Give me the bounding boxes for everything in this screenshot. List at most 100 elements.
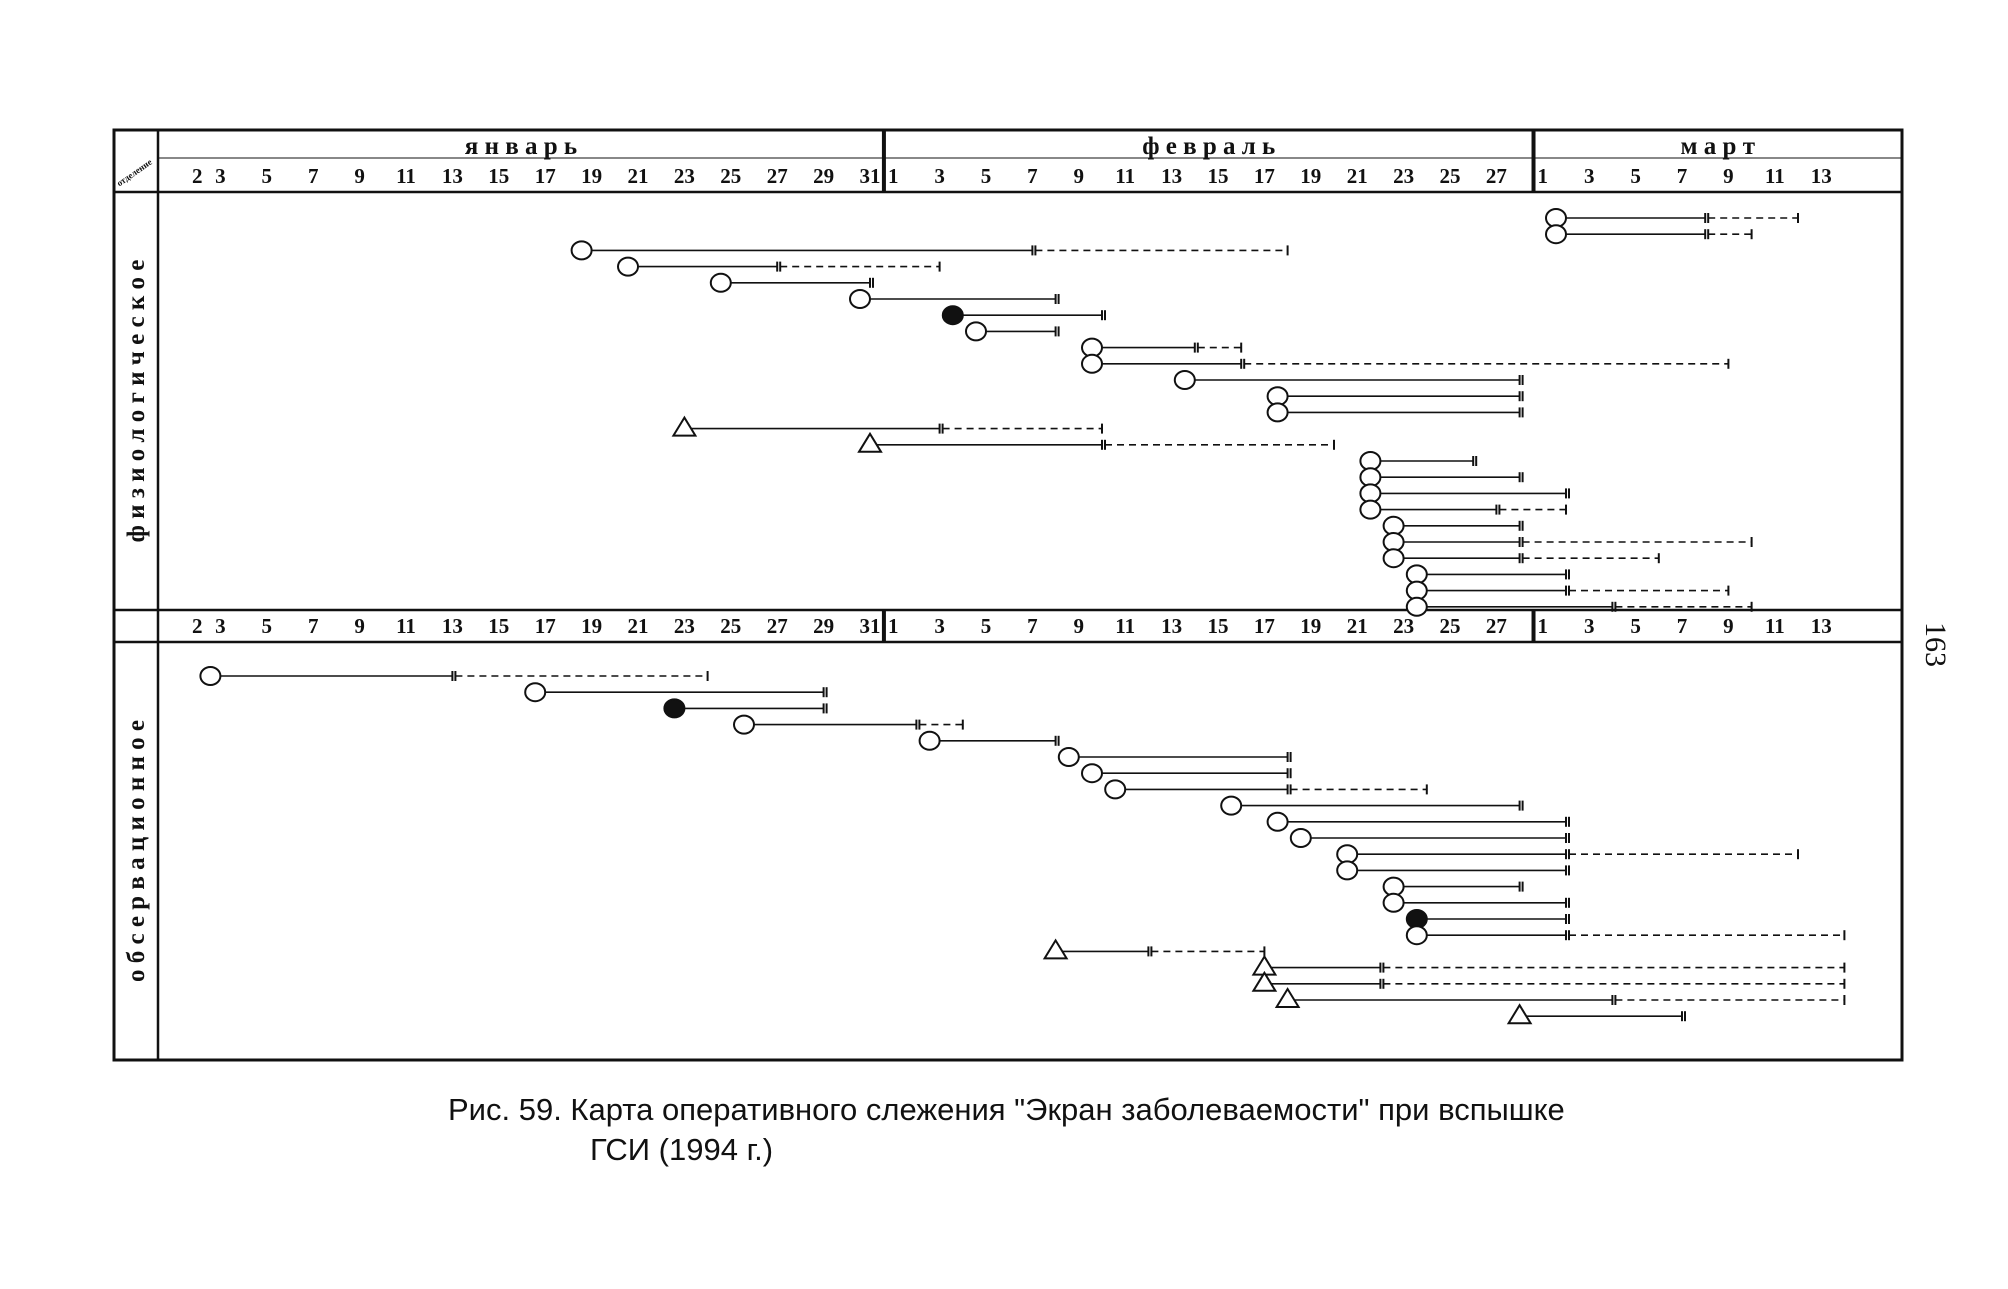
day-tick-label: 9 <box>1723 164 1734 188</box>
day-tick-label: 13 <box>1161 164 1182 188</box>
triangle-marker <box>1274 987 1301 1008</box>
day-tick-label: 25 <box>720 164 741 188</box>
day-tick-label: 17 <box>535 614 556 638</box>
day-tick-label: 11 <box>1765 164 1785 188</box>
open-circle-marker <box>965 321 987 342</box>
open-circle-marker <box>1173 370 1196 390</box>
day-tick-label: 3 <box>1584 614 1595 638</box>
open-circle-marker <box>849 289 871 309</box>
open-circle-marker <box>1405 925 1428 946</box>
day-tick-label: 1 <box>1538 164 1549 188</box>
open-circle-marker <box>1382 548 1405 569</box>
day-tick-label: 9 <box>1074 164 1085 188</box>
open-circle-marker <box>918 730 941 751</box>
day-tick-label: 1 <box>888 614 899 638</box>
open-circle-marker <box>733 714 755 735</box>
day-tick-label: 1 <box>888 164 899 188</box>
day-tick-label: 11 <box>1115 614 1135 638</box>
open-circle-marker <box>1081 353 1103 374</box>
day-tick-label: 27 <box>1486 164 1507 188</box>
open-circle-marker <box>1289 828 1312 848</box>
day-tick-label: 31 <box>860 164 881 188</box>
day-tick-label: 27 <box>1486 614 1507 638</box>
day-tick-label: 2 <box>192 614 203 638</box>
caption-line-1: Рис. 59. Карта оперативного слежения "Эк… <box>448 1092 1565 1127</box>
day-tick-label: 9 <box>1723 614 1734 638</box>
day-tick-label: 7 <box>1027 164 1038 188</box>
day-tick-label: 7 <box>1677 614 1688 638</box>
day-tick-label: 13 <box>1161 614 1182 638</box>
day-tick-label: 9 <box>1074 614 1085 638</box>
open-circle-marker <box>709 272 732 293</box>
open-circle-marker <box>1220 795 1243 816</box>
day-tick-label: 5 <box>262 164 273 188</box>
triangle-marker <box>671 415 698 437</box>
day-tick-label: 27 <box>767 164 788 188</box>
day-tick-label: 11 <box>1115 164 1135 188</box>
day-tick-label: 3 <box>1584 164 1595 188</box>
day-tick-label: 27 <box>767 614 788 638</box>
open-circle-marker <box>524 682 547 703</box>
open-circle-marker <box>1405 596 1428 617</box>
chart-frame <box>112 128 1904 1062</box>
filled-circle-marker <box>941 305 964 326</box>
month-label-2: м а р т <box>1681 133 1755 160</box>
section-label-0: ф и з и о л о г и ч е с к о е <box>123 260 150 543</box>
open-circle-marker <box>1545 224 1567 245</box>
day-tick-label: 25 <box>1440 164 1461 188</box>
day-tick-label: 3 <box>934 614 945 638</box>
day-tick-label: 23 <box>674 164 695 188</box>
month-label-0: я н в а р ь <box>465 133 577 160</box>
day-tick-label: 3 <box>934 164 945 188</box>
section-label-1: о б с е р в а ц и о н н о е <box>123 720 150 982</box>
day-tick-label: 15 <box>488 614 509 638</box>
day-tick-label: 9 <box>354 614 365 638</box>
day-tick-label: 29 <box>813 614 834 638</box>
day-tick-label: 15 <box>1208 164 1229 188</box>
day-tick-label: 11 <box>396 164 416 188</box>
day-tick-label: 7 <box>1027 614 1038 638</box>
day-tick-label: 25 <box>720 614 741 638</box>
open-circle-marker <box>1266 402 1289 423</box>
day-tick-label: 29 <box>813 164 834 188</box>
day-tick-label: 21 <box>1347 164 1368 188</box>
open-circle-marker <box>1081 763 1103 784</box>
open-circle-marker <box>1266 811 1289 832</box>
day-tick-label: 11 <box>1765 614 1785 638</box>
day-tick-label: 7 <box>1677 164 1688 188</box>
day-tick-label: 15 <box>488 164 509 188</box>
open-circle-marker <box>617 256 639 277</box>
day-tick-label: 2 <box>192 164 203 188</box>
day-tick-label: 21 <box>628 614 649 638</box>
day-tick-label: 5 <box>262 614 273 638</box>
corner-label: отделение <box>115 157 154 189</box>
open-circle-marker <box>570 240 593 261</box>
day-tick-label: 21 <box>1347 614 1368 638</box>
open-circle-marker <box>199 666 222 686</box>
day-tick-label: 13 <box>1811 614 1832 638</box>
triangle-marker <box>1251 970 1278 992</box>
day-tick-label: 15 <box>1208 614 1229 638</box>
day-tick-label: 31 <box>860 614 881 638</box>
caption-line-2: ГСИ (1994 г.) <box>590 1132 774 1167</box>
page-number: 163 <box>1919 622 1952 667</box>
day-tick-label: 19 <box>1300 164 1321 188</box>
day-tick-label: 13 <box>442 614 463 638</box>
day-tick-label: 17 <box>535 164 556 188</box>
triangle-marker <box>857 431 883 453</box>
day-tick-label: 25 <box>1440 614 1461 638</box>
day-tick-label: 23 <box>674 614 695 638</box>
figure-caption: Рис. 59. Карта оперативного слежения "Эк… <box>448 1090 1565 1170</box>
day-tick-label: 13 <box>1811 164 1832 188</box>
open-circle-marker <box>1359 499 1382 520</box>
day-tick-label: 3 <box>215 614 226 638</box>
open-circle-marker <box>1057 747 1080 767</box>
month-label-1: ф е в р а л ь <box>1142 133 1275 160</box>
day-tick-label: 23 <box>1393 164 1414 188</box>
triangle-marker <box>1042 938 1069 960</box>
day-tick-label: 5 <box>981 614 992 638</box>
day-tick-label: 11 <box>396 614 416 638</box>
filled-circle-marker <box>663 698 686 719</box>
day-tick-label: 19 <box>581 164 602 188</box>
day-tick-label: 7 <box>308 614 319 638</box>
